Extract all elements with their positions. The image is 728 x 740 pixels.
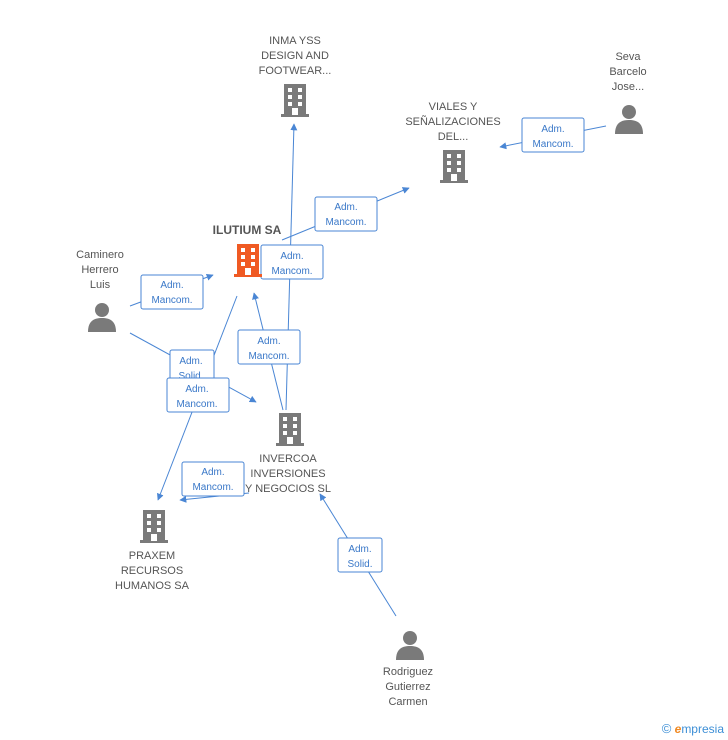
edge-label-line: Adm. <box>160 280 183 291</box>
node-label-line: SEÑALIZACIONES <box>405 115 500 128</box>
edge-label-line: Adm. <box>280 251 303 262</box>
edge-label-invercoa-praxem[interactable]: Adm. Mancom. <box>181 461 245 497</box>
node-label-line: INVERCOA <box>259 453 317 465</box>
node-praxem[interactable]: PRAXEM RECURSOS HUMANOS SA <box>115 510 190 592</box>
edge-label-line: Mancom. <box>325 217 366 228</box>
edge-label-invercoa-inma[interactable]: Adm. Mancom. <box>260 244 324 280</box>
node-inma[interactable]: INMA YSS DESIGN AND FOOTWEAR... <box>259 35 332 117</box>
edge-label-line: Adm. <box>334 202 357 213</box>
edge-label-line: Adm. <box>257 336 280 347</box>
edge-label-line: Adm. <box>185 384 208 395</box>
node-label-line: INMA YSS <box>269 35 321 47</box>
node-label-line: Seva <box>615 51 641 63</box>
node-label-line: Gutierrez <box>385 681 430 693</box>
node-label-line: PRAXEM <box>129 550 175 562</box>
edge-label-caminero-invercoa-mancom[interactable]: Adm. Mancom. <box>166 377 230 413</box>
node-label-line: Herrero <box>81 264 118 276</box>
edge-label-line: Mancom. <box>248 351 289 362</box>
building-icon <box>234 244 262 277</box>
node-seva[interactable]: Seva Barcelo Jose... <box>609 51 647 134</box>
node-rodriguez[interactable]: Rodriguez Gutierrez Carmen <box>383 631 433 708</box>
brand-logo-text: mpresia <box>681 722 724 736</box>
node-label-line: Jose... <box>612 81 644 93</box>
edge-label-line: Mancom. <box>271 266 312 277</box>
node-label-line: VIALES Y <box>429 101 478 113</box>
edge-label-line: Adm. <box>541 124 564 135</box>
copyright-icon: © <box>661 721 672 736</box>
node-label-line: INVERSIONES <box>250 468 325 480</box>
building-icon <box>281 84 309 117</box>
edge-label-ilutium-viales[interactable]: Adm. Mancom. <box>314 196 378 232</box>
node-label-line: Rodriguez <box>383 666 433 678</box>
edge-label-rodriguez-invercoa[interactable]: Adm. Solid. <box>337 537 383 573</box>
person-icon <box>88 303 116 332</box>
person-icon <box>396 631 424 660</box>
edge-label-line: Adm. <box>348 544 371 555</box>
edge-label-line: Solid. <box>347 559 372 570</box>
edge-label-invercoa-ilutium[interactable]: Adm. Mancom. <box>237 329 301 365</box>
node-label-line: FOOTWEAR... <box>259 65 332 77</box>
node-label-line: Y NEGOCIOS SL <box>245 483 331 495</box>
node-caminero[interactable]: Caminero Herrero Luis <box>76 249 124 332</box>
node-label-line: DESIGN AND <box>261 50 329 62</box>
node-invercoa[interactable]: INVERCOA INVERSIONES Y NEGOCIOS SL <box>245 413 331 495</box>
edge-label-line: Mancom. <box>192 482 233 493</box>
node-ilutium[interactable]: ILUTIUM SA <box>213 223 282 277</box>
node-label-line: Caminero <box>76 249 124 261</box>
brand-logo-initial: e <box>674 722 682 736</box>
edge-label-line: Mancom. <box>151 295 192 306</box>
node-label-line: Barcelo <box>609 66 646 78</box>
node-label-line: RECURSOS <box>121 565 183 577</box>
building-icon <box>440 150 468 183</box>
node-label-line: DEL... <box>438 131 469 143</box>
edge-label-line: Adm. <box>201 467 224 478</box>
building-icon <box>140 510 168 543</box>
edge-label-line: Mancom. <box>532 139 573 150</box>
building-icon <box>276 413 304 446</box>
edge-label-seva-viales[interactable]: Adm. Mancom. <box>521 117 585 153</box>
node-label-line: Carmen <box>388 696 427 708</box>
edge-label-caminero-invercoa-solid[interactable]: Adm. Solid. <box>169 349 215 382</box>
node-label-line: ILUTIUM SA <box>213 223 282 237</box>
edge-label-line: Mancom. <box>176 399 217 410</box>
edge-label-line: Solid. <box>178 371 203 382</box>
node-label-line: Luis <box>90 279 111 291</box>
edge-label-caminero-ilutium[interactable]: Adm. Mancom. <box>140 274 204 310</box>
node-label-line: HUMANOS SA <box>115 580 190 592</box>
node-viales[interactable]: VIALES Y SEÑALIZACIONES DEL... <box>405 101 501 183</box>
person-icon <box>615 105 643 134</box>
copyright-footer: © empresia <box>662 721 724 736</box>
edge-label-line: Adm. <box>179 356 202 367</box>
